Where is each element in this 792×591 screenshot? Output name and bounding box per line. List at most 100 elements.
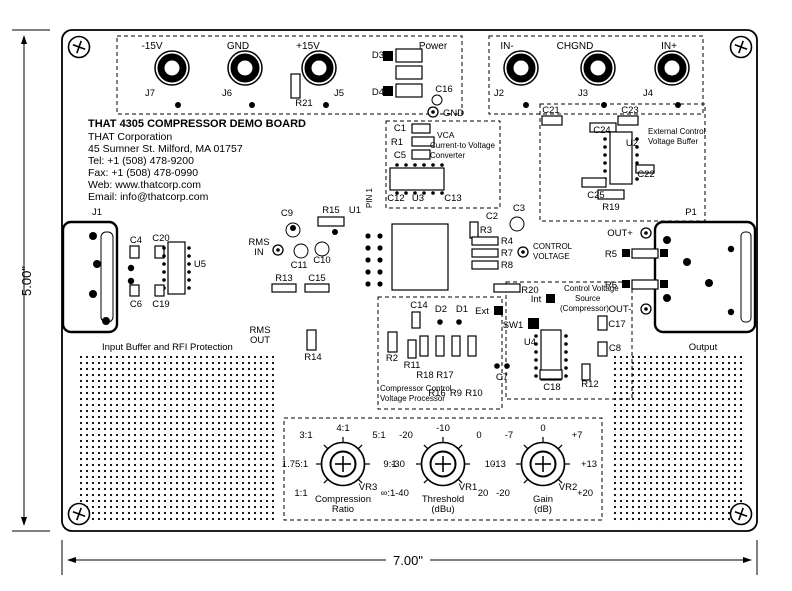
label-control-voltage-1: CONTROL xyxy=(533,242,573,251)
refdes-r12: R12 xyxy=(581,379,598,390)
vr2-scale: -20 xyxy=(496,488,510,499)
refdes-d3: D3 xyxy=(372,50,384,61)
pot-vr3-labels: 3:1 4:1 5:1 1.75:1 9:1 1:1 ∞:1 VR3 Compr… xyxy=(282,423,397,515)
refdes-d1: D1 xyxy=(456,304,468,315)
mounting-screw-icon xyxy=(67,35,91,59)
company-fax: Fax: +1 (508) 478-0990 xyxy=(88,167,198,179)
refdes-d4: D4 xyxy=(372,87,384,98)
board-title: THAT 4305 COMPRESSOR DEMO BOARD xyxy=(88,118,306,130)
refdes-c17: C17 xyxy=(608,319,625,330)
label-vca-1: VCA xyxy=(437,130,455,140)
vr1-scale: 0 xyxy=(476,430,481,441)
refdes-r3: R3 xyxy=(480,225,492,236)
refdes-r16: R16 xyxy=(428,388,445,399)
refdes-r15: R15 xyxy=(322,205,339,216)
label-control-voltage-2: VOLTAGE xyxy=(533,252,570,261)
refdes-c12: C12 xyxy=(387,193,404,204)
vr2-scale: +13 xyxy=(581,459,597,470)
vr1-scale: -20 xyxy=(399,430,413,441)
connector-p1 xyxy=(653,220,757,334)
refdes-j7: J7 xyxy=(145,88,155,99)
vr3-scale: 9:1 xyxy=(383,459,396,470)
rms-in-testpoint xyxy=(272,244,284,256)
vr1-scale: -40 xyxy=(395,488,409,499)
refdes-c16: C16 xyxy=(435,84,452,95)
refdes-j2: J2 xyxy=(494,88,504,99)
ext-cv-buffer-section-box xyxy=(539,103,706,222)
refdes-j5: J5 xyxy=(334,88,344,99)
label-in-neg: IN- xyxy=(500,41,513,52)
refdes-u2: U2 xyxy=(626,138,638,149)
label-output-section: Output xyxy=(689,342,718,353)
vr1-scale: -30 xyxy=(391,459,405,470)
refdes-vr2: VR2 xyxy=(559,482,577,493)
power-section-box xyxy=(116,35,463,115)
refdes-r10: R10 xyxy=(465,388,482,399)
jack-j2 xyxy=(504,51,538,85)
refdes-c19: C19 xyxy=(152,299,169,310)
output-components xyxy=(622,248,668,290)
refdes-c2: C2 xyxy=(486,211,498,222)
vr2-title-2: (dB) xyxy=(534,504,552,515)
gnd-testpoint xyxy=(427,106,439,118)
label-vca-2: Current-to Voltage xyxy=(430,141,495,150)
refdes-c5: C5 xyxy=(394,150,406,161)
pot-vr1-labels: -20 -10 0 -30 10 -40 20 VR1 Threshold (d… xyxy=(391,423,495,515)
vr2-scale: -7 xyxy=(505,430,513,441)
label-rms-out-1: RMS xyxy=(249,325,270,336)
refdes-c8: C8 xyxy=(609,343,621,354)
vr3-scale: 4:1 xyxy=(336,423,349,434)
refdes-r7: R7 xyxy=(501,248,513,259)
title-block: THAT 4305 COMPRESSOR DEMO BOARD THAT Cor… xyxy=(88,118,306,203)
refdes-c6: C6 xyxy=(130,299,142,310)
vr3-scale: 5:1 xyxy=(372,430,385,441)
label-cvs-3: (Compressor) xyxy=(560,304,609,313)
label-pos15v: +15V xyxy=(296,41,320,52)
ext-cv-buffer-components xyxy=(541,115,655,200)
refdes-c9: C9 xyxy=(281,208,293,219)
cv-processor-components xyxy=(306,311,510,369)
dimension-height: 5.00" xyxy=(12,29,50,532)
refdes-c7: C7 xyxy=(496,372,508,383)
refdes-c15: C15 xyxy=(308,273,325,284)
cv-processor-section-box xyxy=(377,296,503,410)
label-gnd: GND xyxy=(227,41,249,52)
middle-components xyxy=(271,216,525,293)
refdes-p1: P1 xyxy=(685,207,697,218)
jack-j7 xyxy=(155,51,189,85)
pad-dots xyxy=(127,102,735,316)
refdes-d2: D2 xyxy=(435,304,447,315)
dimension-width: 7.00" xyxy=(61,540,758,575)
vca-section-box xyxy=(385,120,501,209)
refdes-r18: R18 xyxy=(416,370,433,381)
refdes-c20: C20 xyxy=(152,233,169,244)
label-backing xyxy=(668,339,740,353)
proto-area-left xyxy=(80,356,278,520)
refdes-c25: C25 xyxy=(587,190,604,201)
refdes-r14: R14 xyxy=(304,352,321,363)
refdes-r19: R19 xyxy=(602,202,619,213)
label-ccvp-1: Compressor Control xyxy=(380,384,452,393)
refdes-u4: U4 xyxy=(524,337,536,348)
refdes-c3: C3 xyxy=(513,203,525,214)
refdes-r20: R20 xyxy=(521,285,538,296)
refdes-j4: J4 xyxy=(643,88,653,99)
label-cvs-2: Source xyxy=(575,294,601,303)
refdes-r5: R5 xyxy=(605,249,617,260)
refdes-j3: J3 xyxy=(578,88,588,99)
dim-height-label: 5.00" xyxy=(19,266,34,296)
input-jacks-section-box xyxy=(488,35,704,115)
refdes-c24: C24 xyxy=(593,125,610,136)
vr3-title-2: Ratio xyxy=(332,504,354,515)
label-rms-out-2: OUT xyxy=(250,335,270,346)
mounting-screw-icon xyxy=(729,502,753,526)
company-address: 45 Sumner St. Milford, MA 01757 xyxy=(88,143,243,155)
cv-source-section-box xyxy=(505,281,633,400)
refdes-vr1: VR1 xyxy=(459,482,477,493)
label-gnd-testpoint: GND xyxy=(443,108,464,119)
refdes-c1: C1 xyxy=(394,123,406,134)
refdes-c14: C14 xyxy=(410,300,427,311)
label-pin1: PIN 1 xyxy=(365,187,374,208)
vr3-scale: ∞:1 xyxy=(381,488,396,499)
